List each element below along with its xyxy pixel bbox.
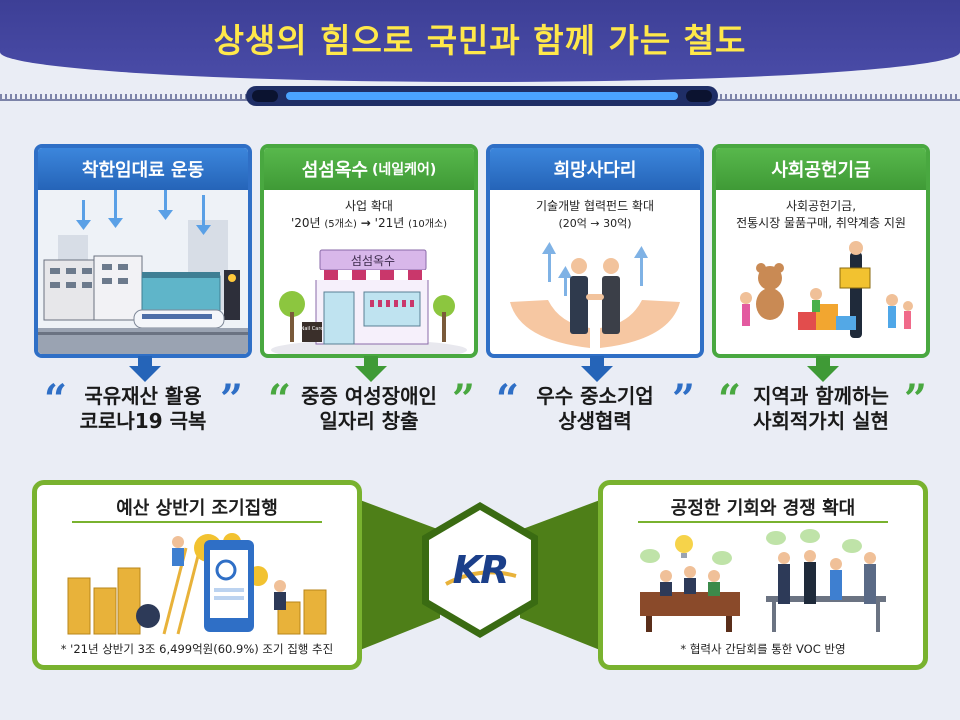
title-underline <box>72 521 322 523</box>
card-description: 사회공헌기금, 전통시장 물품구매, 취약계층 지원 <box>736 199 906 230</box>
donation-illustration <box>740 241 913 338</box>
bottom-left-note: * '21년 상반기 3조 6,499억원(60.9%) 조기 집행 추진 <box>60 642 334 656</box>
card-hope-ladder: 희망사다리 기술개발 협력펀드 확대 (20억 → 30억) <box>486 144 704 358</box>
quote-open-icon: “ <box>44 376 68 423</box>
kr-logo-text: KR <box>452 548 510 592</box>
card-quote: 국유재산 활용 코로나19 극복 <box>79 384 207 433</box>
meeting-illustration <box>640 529 886 632</box>
card-title: 착한임대료 운동 <box>38 148 248 190</box>
bottom-left-title: 예산 상반기 조기집행 <box>116 498 278 519</box>
arrow-down-icon <box>807 366 839 382</box>
card-description: 사업 확대 '20년 (5개소) → '21년 (10개소) <box>290 199 448 230</box>
card-title: 희망사다리 <box>490 148 700 190</box>
bottom-right-note: * 협력사 간담회를 통한 VOC 반영 <box>680 642 846 656</box>
train-window-band <box>286 92 678 100</box>
hexagon-badge <box>422 502 538 638</box>
shop-sign: 섬섬옥수 <box>351 254 395 268</box>
quote-open-icon: “ <box>496 376 520 423</box>
card-quote: 지역과 함께하는 사회적가치 실현 <box>753 384 889 433</box>
card-quote: 중증 여성장애인 일자리 창출 <box>301 384 437 433</box>
card-description: 기술개발 협력펀드 확대 (20억 → 30억) <box>535 199 655 230</box>
quote-close-icon: ” <box>452 376 476 423</box>
page-title: 상생의 힘으로 국민과 함께 가는 철도 <box>213 21 747 60</box>
handshake-illustration <box>510 242 680 348</box>
arrow-down-icon <box>355 366 387 382</box>
building-illustration <box>38 190 248 354</box>
train-icon <box>246 86 718 106</box>
card-nail-care: 섬섬옥수(네일케어) 사업 확대 '20년 (5개소) → '21년 (10개소… <box>260 144 478 358</box>
header-banner <box>0 0 960 82</box>
kr-logo: KR <box>418 500 542 640</box>
bottom-right-title: 공정한 기회와 경쟁 확대 <box>670 498 856 519</box>
budget-illustration <box>67 533 327 635</box>
arrow-stem <box>364 356 378 368</box>
arrow-down-icon <box>581 366 613 382</box>
shop-illustration: 섬섬옥수 Nail Care <box>271 249 467 354</box>
title-underline <box>638 521 888 523</box>
arrow-stem <box>590 356 604 368</box>
train-front-icon <box>252 90 278 102</box>
quote-open-icon: “ <box>268 376 292 423</box>
card-early-budget <box>32 480 362 670</box>
arrow-down-icon <box>129 366 161 382</box>
quote-close-icon: ” <box>904 376 928 423</box>
quote-close-icon: ” <box>220 376 244 423</box>
arrow-stem <box>816 356 830 368</box>
card-title: 섬섬옥수(네일케어) <box>264 148 474 190</box>
card-title: 사회공헌기금 <box>716 148 926 190</box>
quote-close-icon: ” <box>672 376 696 423</box>
card-quote: 우수 중소기업 상생협력 <box>536 384 654 433</box>
nail-care-sign: Nail Care <box>301 326 324 332</box>
arrow-stem <box>138 356 152 368</box>
train-rear-icon <box>686 90 712 102</box>
card-good-rent: 착한임대료 운동 <box>34 144 252 358</box>
card-social-fund: 사회공헌기금 사회공헌기금, 전통시장 물품구매, 취약계층 지원 <box>712 144 930 358</box>
quote-open-icon: “ <box>718 376 742 423</box>
